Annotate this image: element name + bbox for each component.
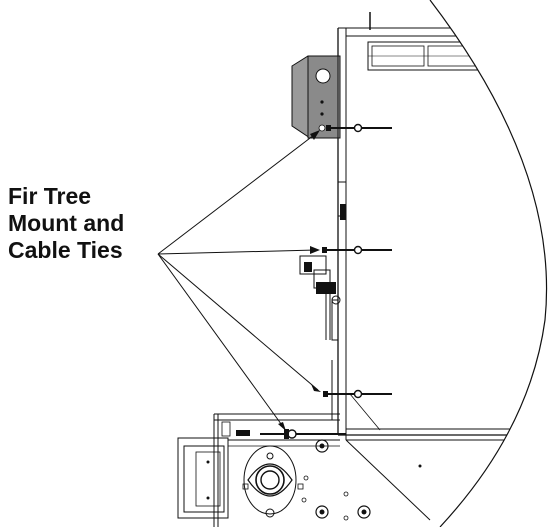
arrowhead-middle xyxy=(310,246,320,254)
cable-tie-3 xyxy=(323,389,392,399)
detail-boundary-arc xyxy=(429,0,548,527)
leader-lines xyxy=(157,131,319,429)
leader-line-bottom xyxy=(157,253,285,429)
arrowhead-upper xyxy=(310,130,320,140)
callout-label: Fir Tree Mount and Cable Ties xyxy=(8,183,168,264)
leader-line-upper xyxy=(157,131,319,255)
callout-label-line-2: Mount and xyxy=(8,210,125,236)
cabinet-detail xyxy=(177,12,545,527)
arrowhead-lower xyxy=(311,384,321,392)
leader-line-lower xyxy=(157,253,319,391)
cable-tie-1 xyxy=(326,123,392,133)
callout-label-line-1: Fir Tree xyxy=(8,183,92,209)
cable-tie-4 xyxy=(260,429,346,439)
callout-label-line-3: Cable Ties xyxy=(8,237,123,263)
motor-mount-assembly xyxy=(177,413,371,527)
cable-tie-2 xyxy=(322,245,392,255)
upper-bracket xyxy=(291,55,341,139)
switch-component xyxy=(299,255,341,340)
arrowhead-bottom xyxy=(278,422,286,431)
leader-line-middle xyxy=(157,249,317,255)
leader-arrowheads xyxy=(278,130,321,431)
